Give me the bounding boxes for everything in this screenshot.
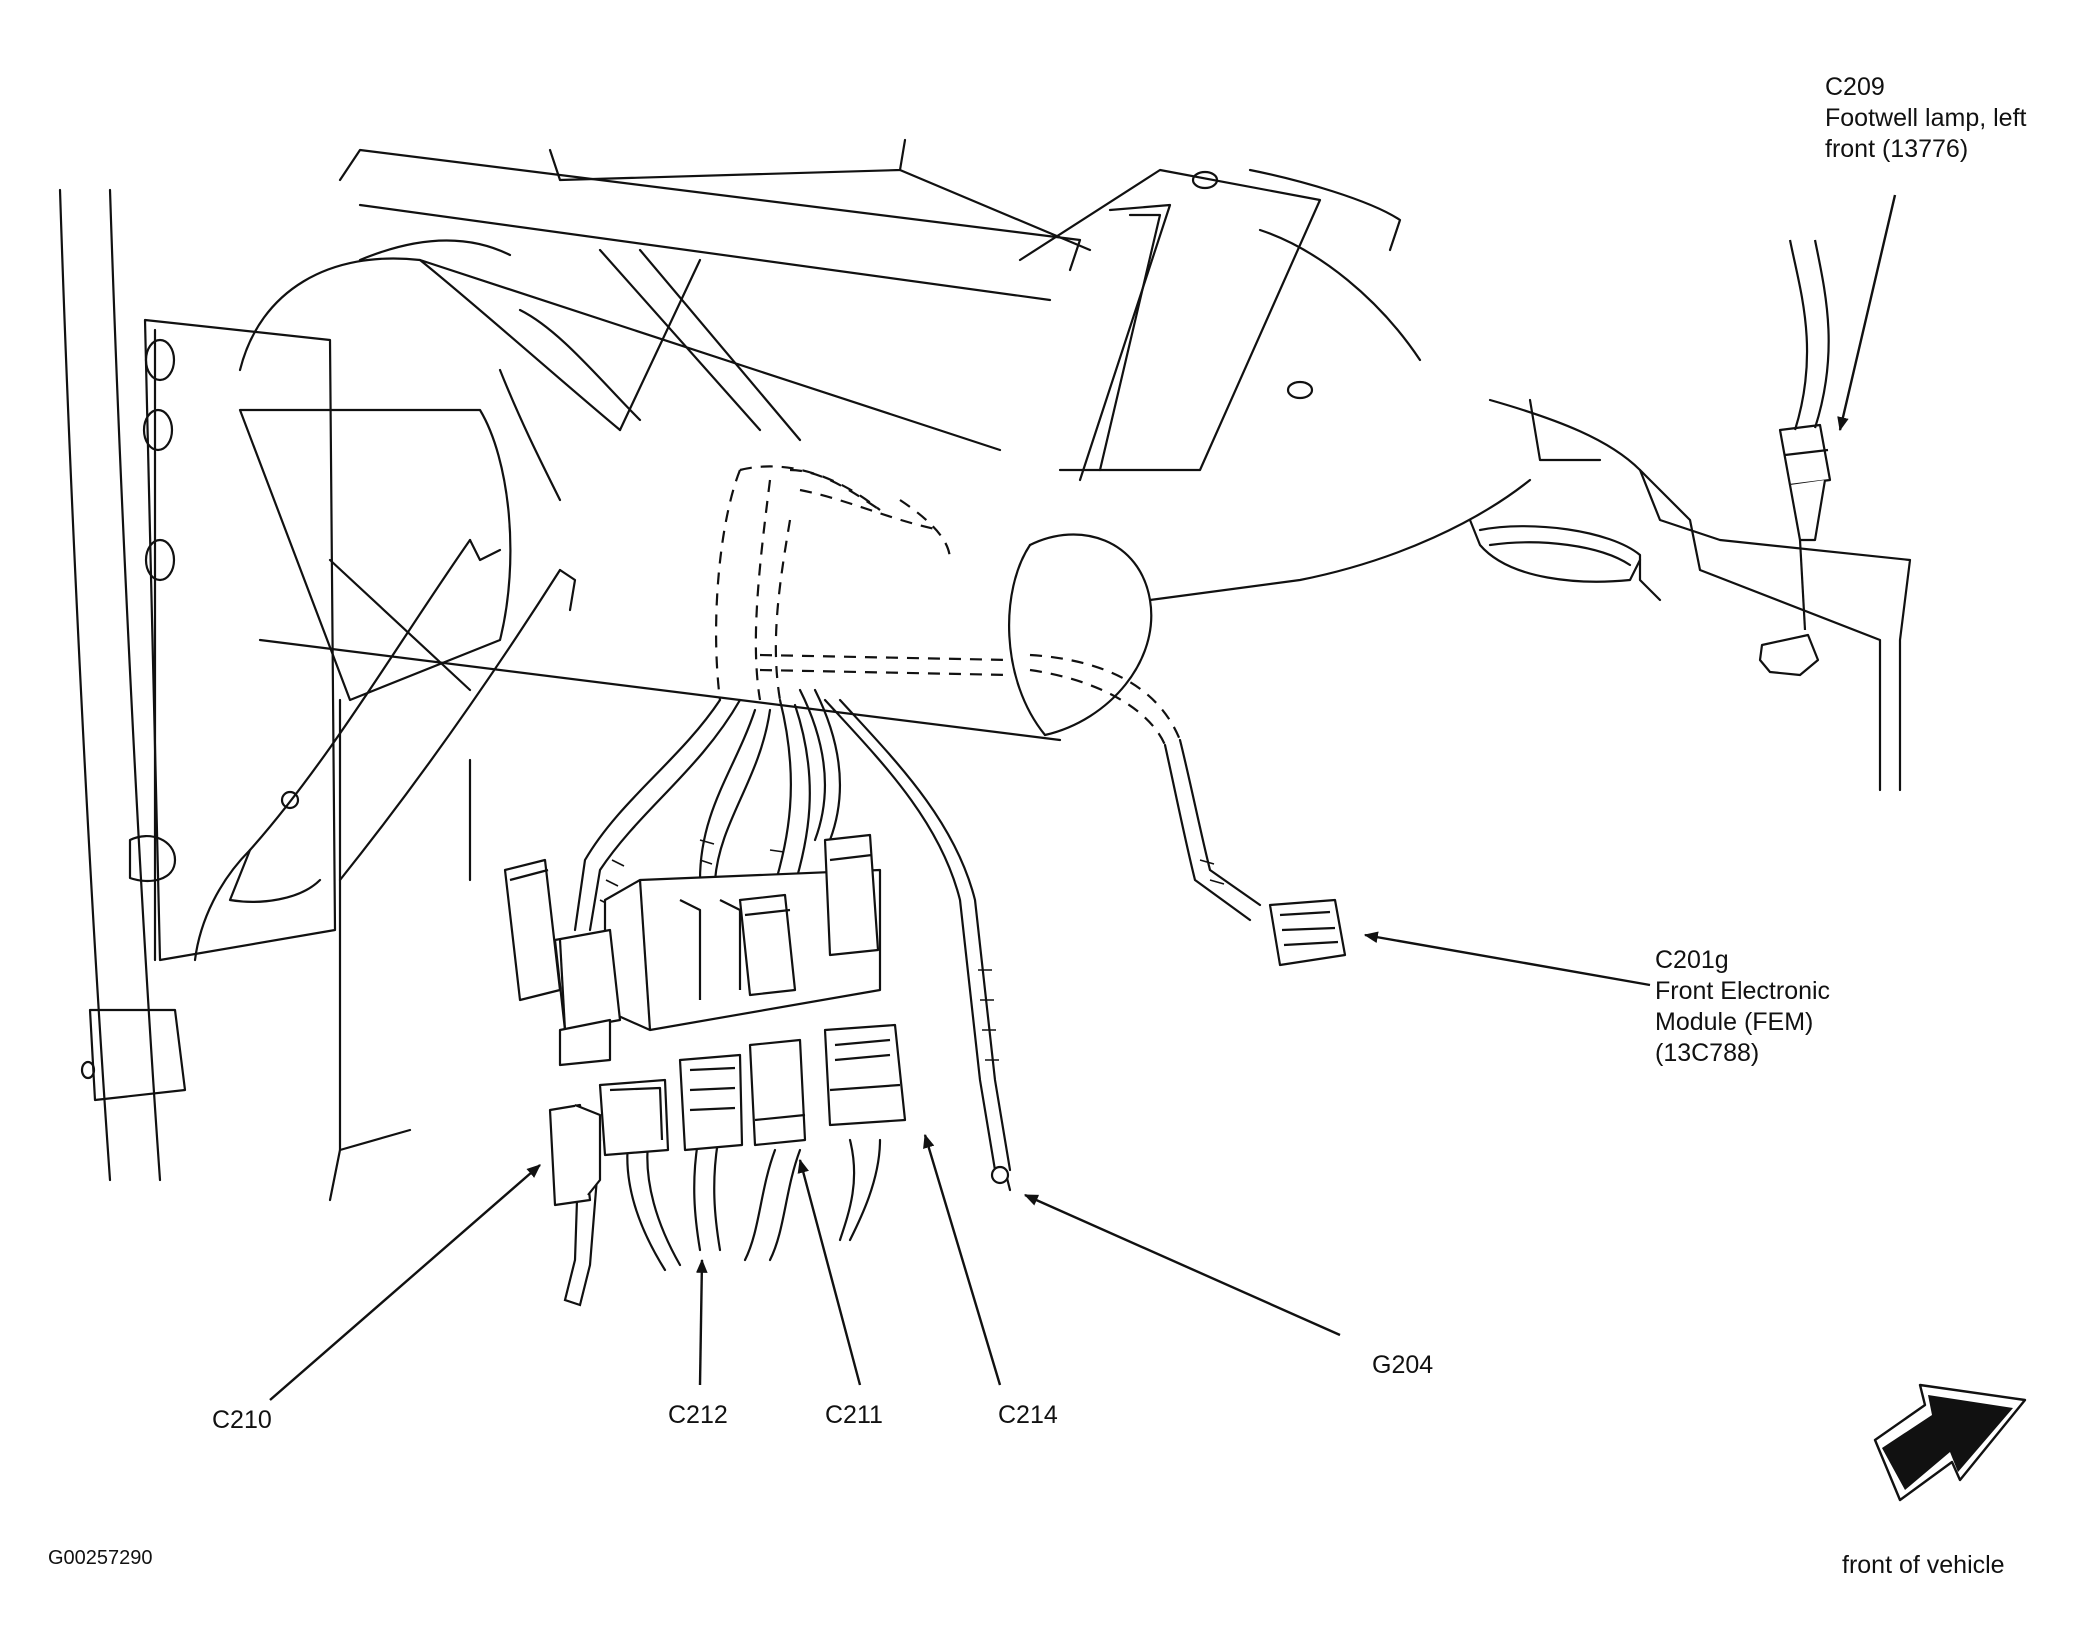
c201g-desc-line-2: Module (FEM) xyxy=(1655,1008,1814,1036)
c211-leader xyxy=(797,1158,862,1386)
c209-desc-line-1: Footwell lamp, left xyxy=(1825,104,2027,132)
figure-id: G00257290 xyxy=(48,1547,153,1569)
vehicle-body-structure xyxy=(58,138,1912,1202)
c209-callout: C209 Footwell lamp, left front (13776) xyxy=(1825,72,2026,165)
c201g-desc-line-1: Front Electronic xyxy=(1655,977,1831,1005)
hidden-harness xyxy=(714,465,1182,746)
footwell-lamp-wire xyxy=(1788,239,1830,631)
c212-leader xyxy=(695,1258,708,1386)
g204-leader xyxy=(1023,1193,1341,1337)
c209-leader xyxy=(1837,194,1897,432)
connectors xyxy=(503,423,1832,1207)
c212-callout: C212 xyxy=(668,1401,728,1429)
leader-lines xyxy=(269,194,1897,1401)
g204-callout: G204 xyxy=(1372,1351,1434,1379)
front-of-vehicle-arrow-icon xyxy=(1873,1383,2027,1502)
c209-id: C209 xyxy=(1825,73,1885,101)
c211-callout: C211 xyxy=(825,1401,883,1429)
c201g-desc-line-3: (13C788) xyxy=(1655,1039,1760,1067)
c214-callout: C214 xyxy=(998,1401,1058,1429)
c210-leader xyxy=(269,1164,541,1401)
c210-callout: C210 xyxy=(212,1406,272,1434)
c201g-leader xyxy=(1363,931,1651,987)
c201g-id: C201g xyxy=(1655,946,1729,974)
front-of-vehicle-label: front of vehicle xyxy=(1842,1551,2005,1579)
c201g-callout: C201g Front Electronic Module (FEM) (13C… xyxy=(1655,945,1830,1069)
c214-leader xyxy=(923,1133,1002,1386)
c209-desc-line-2: front (13776) xyxy=(1825,135,1969,163)
harness-wires xyxy=(563,688,1262,1307)
